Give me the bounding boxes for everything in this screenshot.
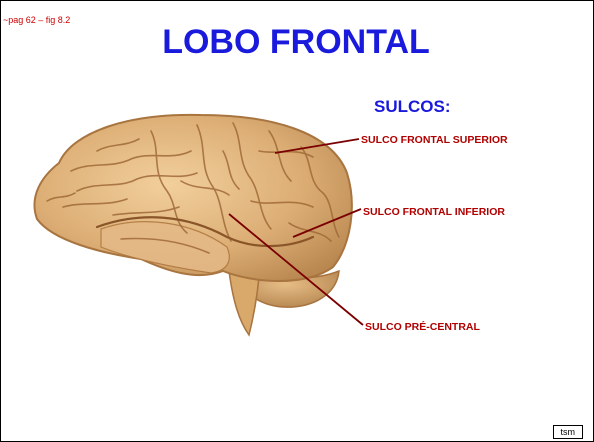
label-precentral-sulcus: SULCO PRÉ-CENTRAL — [365, 321, 480, 333]
label-superior-frontal-sulcus: SULCO FRONTAL SUPERIOR — [361, 134, 508, 146]
author-badge: tsm — [553, 425, 584, 439]
sulci-heading: SULCOS: — [374, 97, 451, 117]
label-inferior-frontal-sulcus: SULCO FRONTAL INFERIOR — [363, 206, 505, 218]
